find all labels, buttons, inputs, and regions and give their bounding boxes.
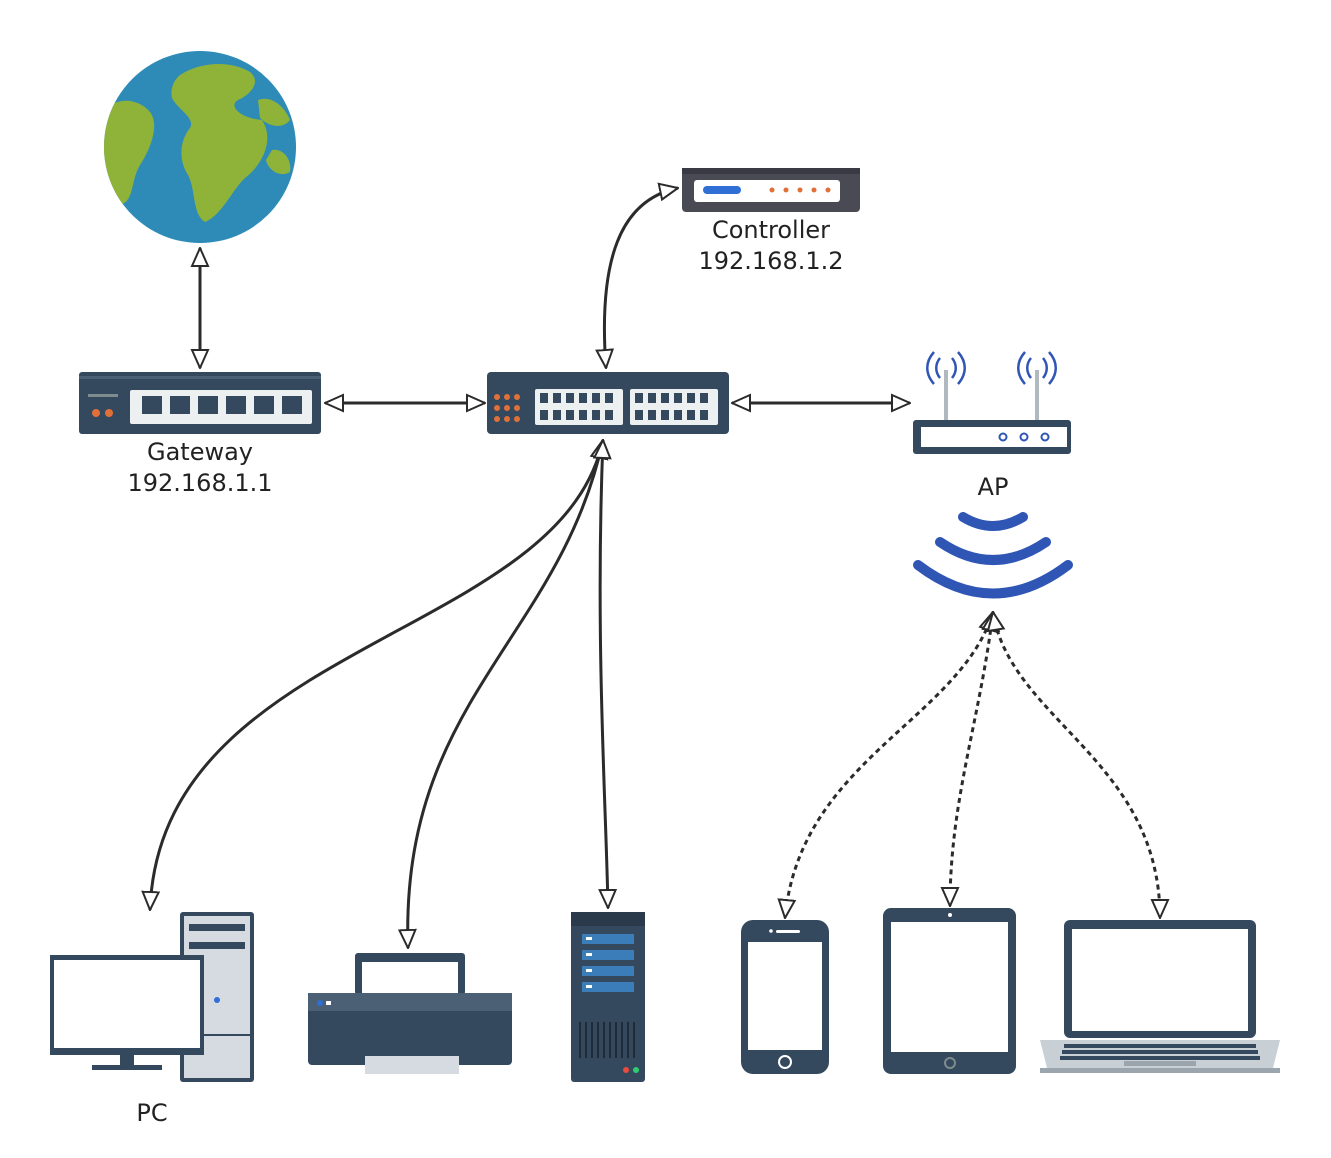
globe-icon (104, 51, 296, 243)
ap-router-icon (913, 351, 1071, 454)
controller-icon (682, 168, 860, 212)
gateway-name: Gateway (146, 438, 254, 466)
link-switch-printer (408, 440, 603, 948)
wifi-signal-icon (913, 512, 1073, 599)
link-ap-phone (785, 612, 993, 918)
ap-name: AP (977, 473, 1009, 501)
link-switch-controller (604, 188, 678, 368)
laptop-icon (1040, 920, 1280, 1073)
gateway-label: Gateway 192.168.1.1 (127, 437, 272, 499)
server-icon (571, 912, 645, 1082)
pc-label: PC (136, 1098, 167, 1129)
ap-label: AP (978, 472, 1009, 503)
pc-name: PC (136, 1099, 168, 1127)
link-switch-pc (150, 440, 603, 910)
controller-name: Controller (711, 216, 831, 244)
switch-icon (487, 372, 729, 434)
links (150, 188, 910, 948)
wireless-links (785, 612, 1160, 918)
tablet-icon (883, 908, 1016, 1074)
controller-label: Controller 192.168.1.2 (698, 215, 843, 277)
gateway-router-icon (79, 372, 321, 434)
phone-icon (741, 920, 829, 1074)
controller-ip: 192.168.1.2 (698, 247, 844, 275)
gateway-ip: 192.168.1.1 (127, 469, 273, 497)
pc-icon (50, 912, 254, 1082)
link-ap-laptop (993, 612, 1160, 918)
link-switch-server (600, 440, 608, 908)
printer-icon (308, 953, 512, 1074)
